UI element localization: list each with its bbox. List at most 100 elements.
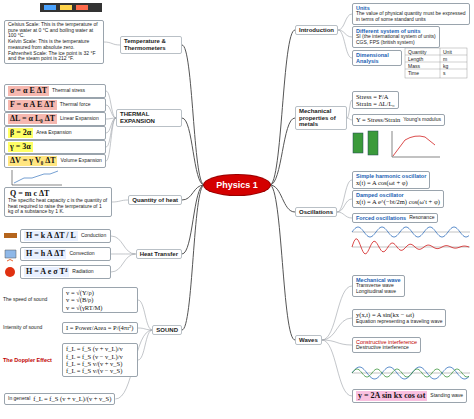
- branch-line: [337, 212, 352, 218]
- flame-icon: [7, 260, 13, 262]
- table-label: Unit: [443, 50, 452, 56]
- equation-box: β = 2αArea Expansion: [4, 126, 106, 139]
- branch-topic: Temperature & Thermometers: [120, 36, 182, 54]
- table-label: s: [443, 71, 446, 77]
- node-text: Destructive interference: [356, 345, 417, 351]
- node-text: y = 2A sin kx cos ωt: [356, 391, 427, 400]
- node-text: H = A e σ T⁴: [24, 267, 69, 276]
- convection-icon: [5, 250, 16, 258]
- equation-box: H = h A ΔTConvection: [20, 247, 111, 260]
- heat-icons: [4, 233, 17, 277]
- table-label: kg: [443, 64, 448, 70]
- node-text: Radiation: [72, 269, 93, 275]
- branch-line: [106, 118, 116, 161]
- node-text: Dimensional Analysis: [356, 52, 398, 65]
- branch-line: [322, 286, 352, 340]
- node-text: v = √(γRT/M): [66, 304, 134, 311]
- node-text: x(t) = A e^(−bt/2m) cos(ω′t + φ): [356, 198, 440, 205]
- note-box: Mechanical waveTransverse waveLongitudin…: [352, 275, 405, 297]
- node-text: f_L = f_S v/(v + v_S): [66, 360, 134, 367]
- stress-strain-curve: [393, 136, 435, 156]
- table-grid: [405, 48, 467, 78]
- branch-line: [270, 30, 295, 185]
- node-text: Damped oscillator: [356, 192, 440, 198]
- graph-axes: [12, 170, 62, 185]
- node-text: The specific heat capacity c is the quan…: [8, 198, 108, 215]
- node-text: Convection: [69, 251, 94, 257]
- branch-line: [111, 236, 136, 254]
- node-text: f_L = f_S (v + v_L)/v: [66, 345, 134, 352]
- branch-line: [270, 185, 295, 340]
- note-box: Q = m c ΔTThe specific heat capacity c i…: [4, 187, 112, 217]
- node-text: Oscillations: [299, 209, 333, 216]
- central-topic: Physics 1: [204, 175, 270, 195]
- node-text: Forced oscillations: [356, 215, 406, 221]
- node-text: β = 2α: [8, 128, 33, 137]
- node-text: Simple harmonic oscillator: [356, 173, 426, 179]
- node-text: H = k A ΔT / L: [24, 231, 78, 240]
- node-text: Celsius Scale: This is the temperature o…: [8, 22, 100, 39]
- note-box: Simple harmonic oscillatorx(t) = A cos(ω…: [352, 171, 430, 189]
- specimen-bar: [368, 131, 378, 155]
- node-text: Quantity of heat: [132, 197, 178, 204]
- branch-topic: THERMAL EXPANSION: [116, 109, 182, 127]
- scale-band: [44, 5, 56, 10]
- branch-line: [322, 318, 352, 340]
- table-frame: [405, 48, 467, 78]
- branch-line: [337, 199, 352, 212]
- node-text: ΔV = γ V₀ ΔT: [8, 156, 57, 165]
- branch-line: [104, 42, 120, 45]
- table-label: Quantity: [408, 50, 427, 56]
- equation-box: ΔL = α L₀ ΔTLinear Expansion: [4, 112, 106, 125]
- note-box: Forced oscillationsResonance: [352, 213, 438, 223]
- branch-line: [322, 340, 352, 396]
- conduction-icon: [4, 233, 17, 238]
- node-text: H = h A ΔT: [24, 249, 66, 258]
- table-label: Length: [408, 57, 423, 63]
- branch-line: [182, 185, 204, 254]
- node-text: The value of physical quantity must be e…: [356, 11, 466, 23]
- equation-box: H = k A ΔT / LConduction: [20, 229, 111, 242]
- node-text: Temperature & Thermometers: [124, 38, 178, 52]
- branch-line: [270, 118, 295, 185]
- node-text: SOUND: [156, 327, 178, 334]
- equation-box: Y = Stress/StrainYoung's modulus: [352, 114, 445, 125]
- node-text: Standing wave: [430, 393, 463, 399]
- node-text: Strain = ΔL/L₀: [356, 100, 395, 107]
- heating-graph: [12, 170, 62, 185]
- branch-line: [338, 14, 352, 30]
- node-text: Q = m c ΔT: [8, 189, 108, 198]
- wave-curve: [352, 367, 469, 379]
- equation-box: f_L = f_S (v + v_L)/vf_L = f_S (v − v_L)…: [62, 343, 138, 377]
- node-text: Resonance: [409, 215, 434, 221]
- table-label: m: [443, 57, 447, 63]
- equation-box: In generalf_L = f_S (v + v_L)/(v + v_S): [4, 393, 115, 404]
- equation-box: ΔV = γ V₀ ΔTVolume Expansion: [4, 154, 106, 167]
- node-text: f_L = f_S (v − v_L)/v: [66, 353, 134, 360]
- node-text: In general: [8, 396, 30, 402]
- branch-line: [106, 105, 116, 118]
- wave-graphs: [352, 367, 470, 379]
- oscillation-graphs: [352, 227, 470, 254]
- branch-line: [322, 340, 352, 345]
- branch-line: [112, 200, 128, 202]
- sho-curve: [352, 227, 469, 237]
- node-text: THERMAL EXPANSION: [120, 111, 178, 125]
- node-text: Area Expansion: [36, 130, 71, 136]
- node-text: γ = 3α: [8, 142, 33, 151]
- node-text: Thermal force: [60, 102, 91, 108]
- branch-line: [111, 254, 136, 272]
- node-text: Heat Transfer: [140, 251, 178, 258]
- scale-bar: [40, 3, 102, 12]
- note-box: Constructive interferenceDestructive int…: [352, 337, 421, 353]
- damped-curve: [352, 239, 469, 254]
- equation-box: F = α A E ΔTThermal force: [4, 98, 106, 111]
- node-text: f_L = f_S v/(v − v_S): [66, 367, 134, 374]
- node-text: v = √(B/ρ): [66, 296, 134, 303]
- branch-topic: Waves: [295, 335, 322, 346]
- equation-box: v = √(Y/ρ)v = √(B/ρ)v = √(γRT/M): [62, 287, 138, 313]
- node-text: Kelvin Scale: This is the temperature me…: [8, 39, 100, 51]
- thermometer-strip: [40, 3, 102, 12]
- node-text: Linear Expansion: [60, 116, 99, 122]
